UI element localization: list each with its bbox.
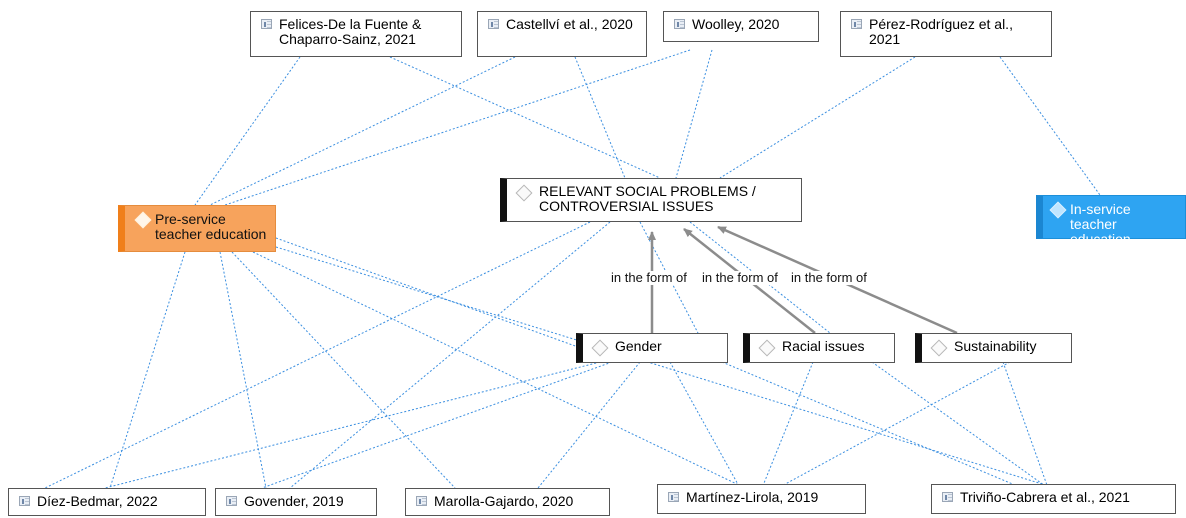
reference-node-castellvi[interactable]: Castellví et al., 2020 xyxy=(477,11,647,57)
code-label: RELEVANT SOCIAL PROBLEMS / CONTROVERSIAL… xyxy=(539,183,756,214)
code-node-sustainability[interactable]: Sustainability xyxy=(915,333,1072,363)
code-label: Racial issues xyxy=(782,338,865,354)
link-sustainability-martinez xyxy=(777,361,1011,489)
link-sustainability-trivino-right xyxy=(1002,361,1049,489)
reference-label: Díez-Bedmar, 2022 xyxy=(37,493,158,509)
reference-node-diez[interactable]: Díez-Bedmar, 2022 xyxy=(8,488,206,516)
code-node-central[interactable]: RELEVANT SOCIAL PROBLEMS / CONTROVERSIAL… xyxy=(500,178,802,222)
link-castellvi-central xyxy=(574,56,626,179)
link-preservice-martinez xyxy=(252,251,746,489)
reference-label: Marolla-Gajardo, 2020 xyxy=(434,493,574,509)
link-central-martinez xyxy=(639,221,699,334)
relation-label-sustainability: in the form of xyxy=(790,270,868,285)
reference-label: Felices-De la Fuente & Chaparro-Sainz, 2… xyxy=(279,16,422,47)
link-gender-diez xyxy=(104,361,601,489)
reference-node-woolley[interactable]: Woolley, 2020 xyxy=(663,11,819,42)
reference-label: Pérez-Rodríguez et al., 2021 xyxy=(869,16,1013,47)
document-icon xyxy=(416,496,427,506)
document-icon xyxy=(488,19,499,29)
reference-node-perez[interactable]: Pérez-Rodríguez et al., 2021 xyxy=(840,11,1052,57)
code-label: Gender xyxy=(615,338,662,354)
link-preservice-diez xyxy=(109,251,186,489)
link-perez-central xyxy=(719,56,916,179)
code-node-gender[interactable]: Gender xyxy=(576,333,728,363)
diamond-code-icon xyxy=(758,339,776,357)
reference-node-govender[interactable]: Govender, 2019 xyxy=(215,488,377,516)
link-castellvi-preservice xyxy=(209,56,516,206)
link-sustainability-trivino xyxy=(871,361,1049,489)
reference-label: Castellví et al., 2020 xyxy=(506,16,633,32)
link-perez-inservice xyxy=(999,56,1101,196)
reference-node-trivino[interactable]: Triviño-Cabrera et al., 2021 xyxy=(931,484,1176,514)
reference-label: Triviño-Cabrera et al., 2021 xyxy=(960,489,1130,505)
relation-label-gender: in the form of xyxy=(610,270,688,285)
link-gender-trivino xyxy=(721,361,1023,489)
reference-label: Woolley, 2020 xyxy=(692,16,780,32)
link-gender-marolla xyxy=(537,361,641,489)
link-central-diez xyxy=(44,221,591,489)
reference-label: Martínez-Lirola, 2019 xyxy=(686,489,819,505)
code-label: Pre-service teacher education xyxy=(155,211,267,242)
reference-label: Govender, 2019 xyxy=(244,493,344,509)
document-icon xyxy=(226,496,237,506)
reference-node-felices[interactable]: Felices-De la Fuente & Chaparro-Sainz, 2… xyxy=(250,11,462,57)
code-node-inservice[interactable]: In-service teacher education xyxy=(1036,195,1186,247)
diamond-code-icon xyxy=(591,339,609,357)
document-icon xyxy=(942,492,953,502)
document-icon xyxy=(19,496,30,506)
link-woolley-central xyxy=(675,49,713,179)
link-felices-central xyxy=(389,56,661,179)
link-preservice-gender xyxy=(275,237,579,348)
link-woolley-preservice xyxy=(224,49,691,206)
diamond-code-icon xyxy=(930,339,948,357)
diamond-code-icon xyxy=(134,211,152,229)
diamond-code-icon xyxy=(1049,201,1067,219)
code-node-preservice[interactable]: Pre-service teacher education xyxy=(118,205,276,252)
code-node-racial[interactable]: Racial issues xyxy=(743,333,895,363)
reference-node-marolla[interactable]: Marolla-Gajardo, 2020 xyxy=(405,488,610,516)
document-icon xyxy=(674,19,685,29)
link-gender-martinez xyxy=(669,361,741,489)
document-icon xyxy=(851,19,862,29)
document-icon xyxy=(261,19,272,29)
document-icon xyxy=(668,492,679,502)
link-felices-preservice xyxy=(194,56,301,206)
link-racial-martinez xyxy=(761,361,814,489)
relation-label-racial: in the form of xyxy=(701,270,779,285)
code-label: In-service teacher education xyxy=(1070,201,1131,247)
link-preservice-marolla xyxy=(231,251,456,489)
diamond-code-icon xyxy=(515,184,533,202)
reference-node-martinez[interactable]: Martínez-Lirola, 2019 xyxy=(657,484,866,514)
code-label: Sustainability xyxy=(954,338,1037,354)
link-central-govender xyxy=(289,221,611,489)
link-gender-govender xyxy=(261,361,613,489)
